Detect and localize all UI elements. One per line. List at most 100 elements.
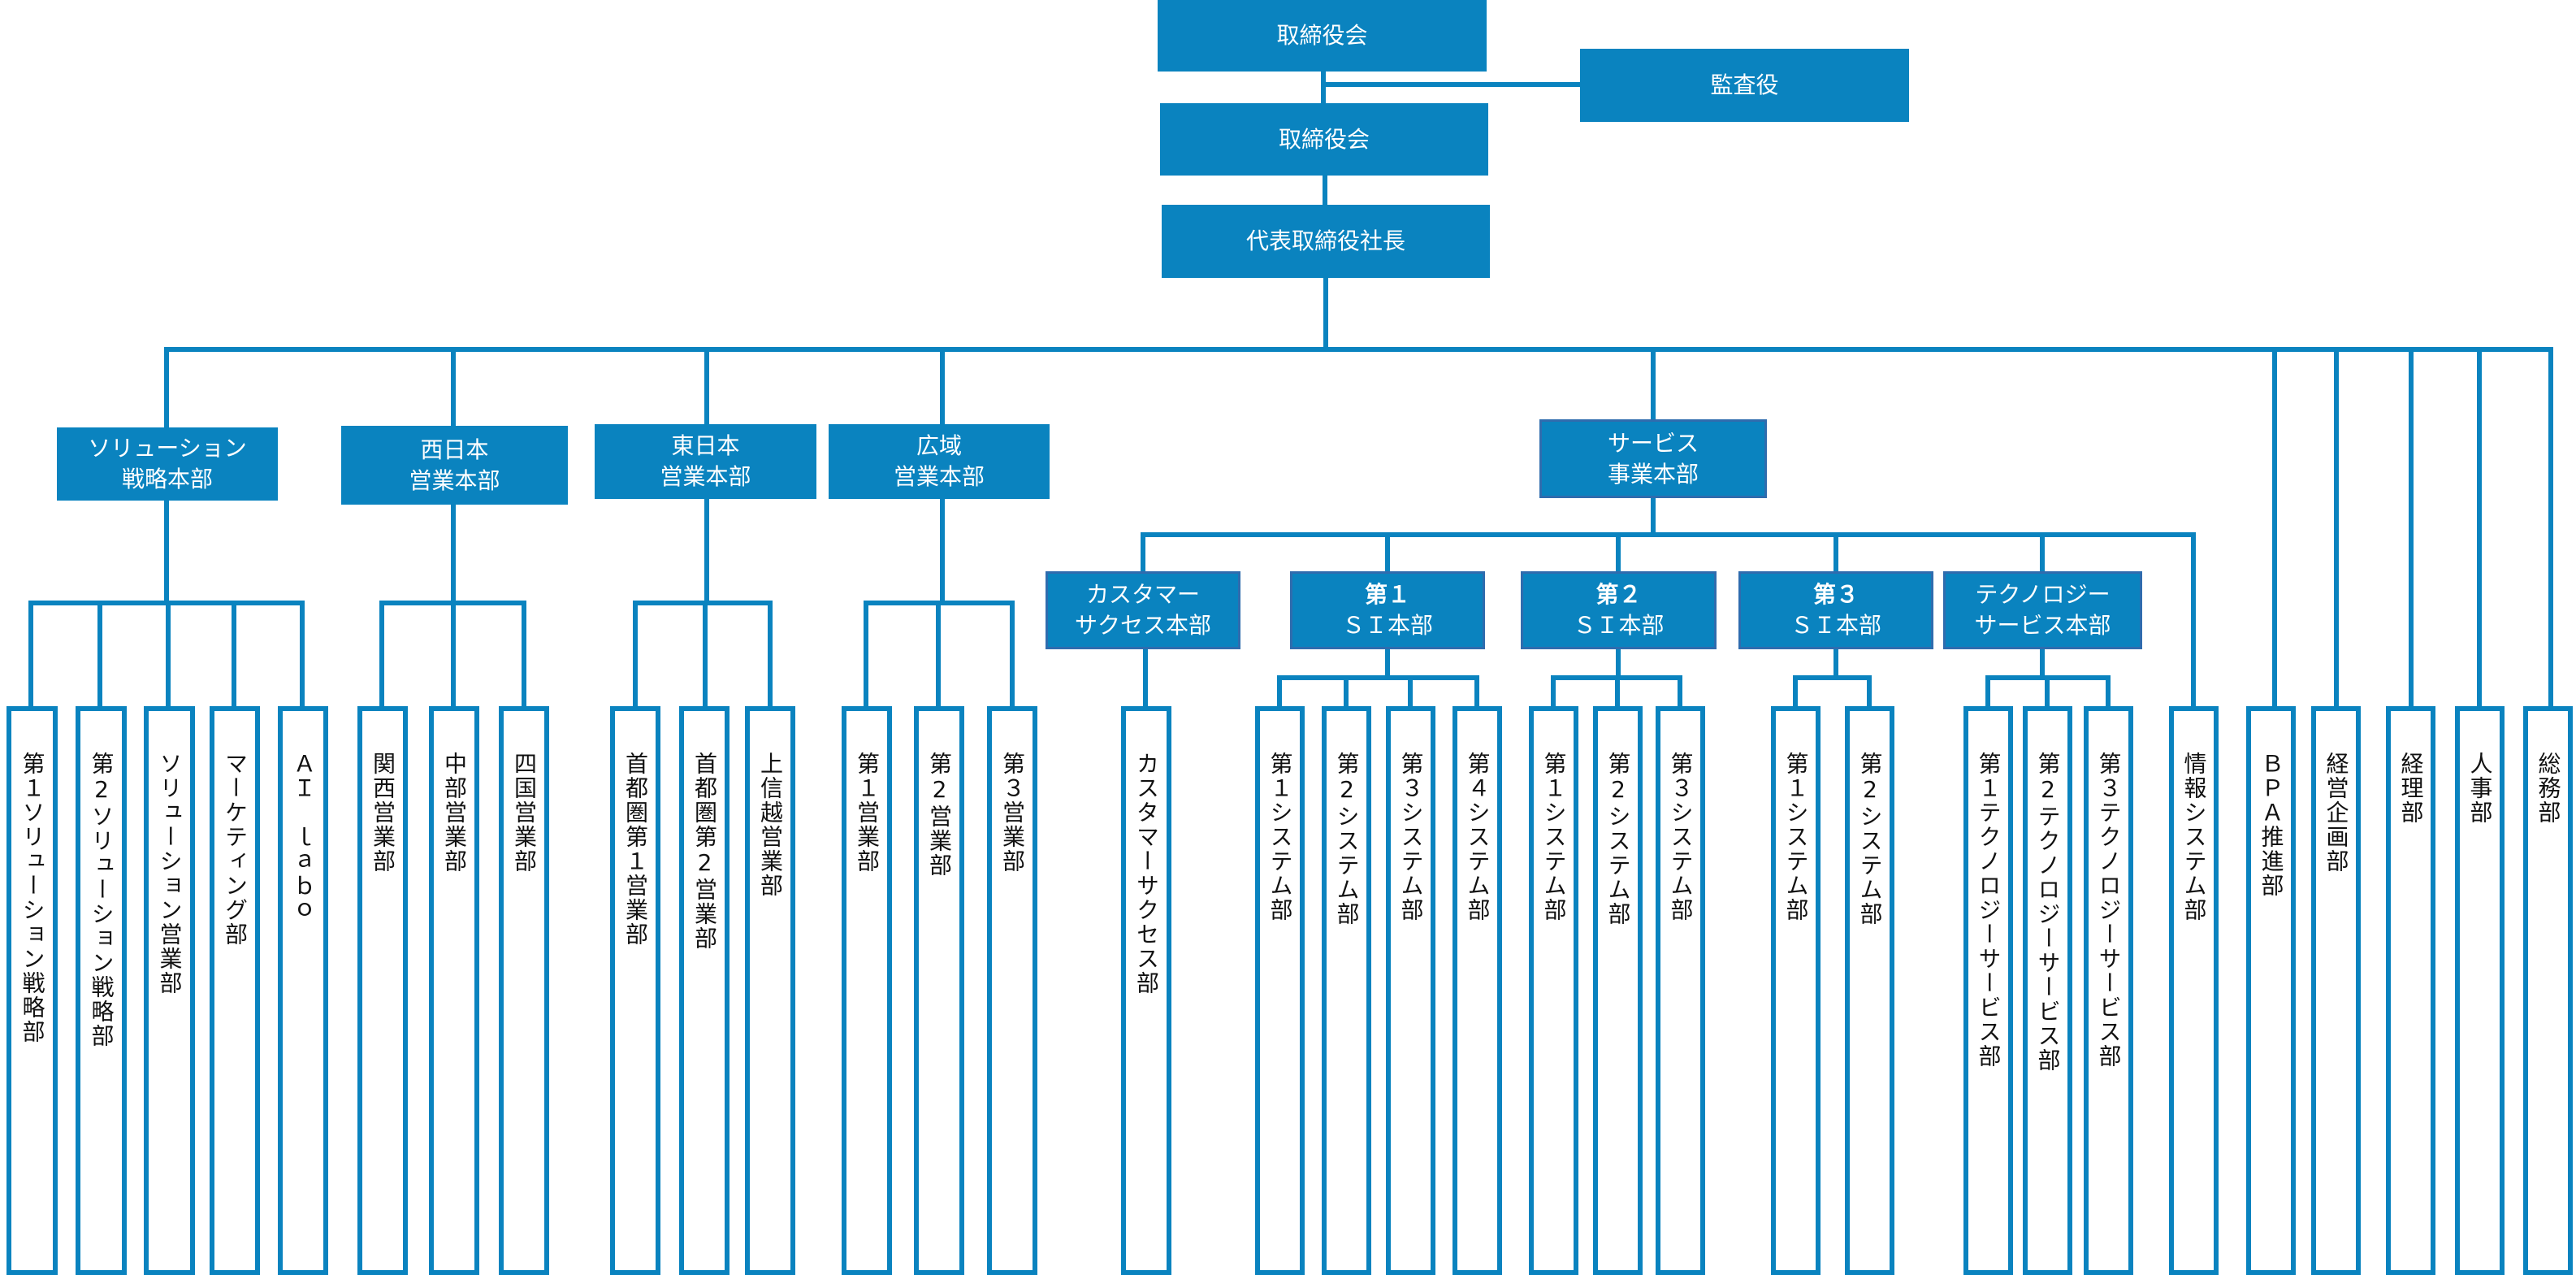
subdivision-label: サクセス本部 [1074,612,1211,639]
subdivision-label: カスタマー [1085,581,1200,608]
board-of-directors-box: 取締役会 [1158,0,1487,72]
dept-label: 首都圏第2営業部 [691,752,718,951]
dept-box: カスタマーサクセス部 [1121,706,1171,1275]
division-wide-area-sales: 広域 営業本部 [829,424,1050,499]
dept-box: 首都圏第2営業部 [679,706,730,1275]
dept-label: 第１システム部 [1540,752,1568,922]
dept-box: 第１システム部 [1255,706,1305,1275]
dept-box: 経営企画部 [2311,706,2361,1275]
dept-box: ＡＩ ｌａｂｏ [278,706,328,1275]
subdivision-label: ＳＩ本部 [1790,612,1881,639]
dept-label: 第３システム部 [1397,752,1425,922]
auditor-label: 監査役 [1710,72,1779,98]
dept-label: 第１システム部 [1266,752,1294,922]
dept-box: 経理部 [2386,706,2435,1275]
dept-box: 第2システム部 [1593,706,1643,1275]
subdivision-label: ＳＩ本部 [1341,612,1433,639]
dept-label: 経理部 [2397,752,2425,825]
dept-label: 首都圏第１営業部 [622,752,649,947]
dept-label: 第１ソリューション戦略部 [19,752,46,1044]
dept-label: 第１営業部 [854,752,881,874]
president-label: 代表取締役社長 [1245,228,1405,254]
division-label: サービス [1607,429,1699,457]
president-box: 代表取締役社長 [1162,205,1490,278]
dept-box: 第2営業部 [914,706,964,1275]
dept-box: 第３システム部 [1656,706,1705,1275]
dept-box: 中部営業部 [429,706,479,1275]
dept-box: ＢＰＡ推進部 [2246,706,2296,1275]
dept-label: カスタマーサクセス部 [1133,752,1160,995]
subdivision-label: 第３ [1812,581,1859,608]
dept-box: 第１テクノロジーサービス部 [1963,706,2013,1275]
dept-box: 第2システム部 [1322,706,1371,1275]
dept-label: ソリューション営業部 [156,752,184,995]
dept-box: ソリューション営業部 [144,706,195,1275]
subdivision-label: テクノロジー [1975,581,2111,608]
dept-box: 第３テクノロジーサービス部 [2084,706,2133,1275]
dept-label: 関西営業部 [370,752,396,874]
subdivision-technology-service: テクノロジー サービス本部 [1943,571,2142,649]
dept-label: 第３営業部 [999,752,1026,874]
division-label: 営業本部 [893,463,985,490]
dept-label: 第４システム部 [1464,752,1491,922]
dept-label: 第2ソリューション戦略部 [88,752,115,1048]
division-service-business: サービス 事業本部 [1539,419,1767,498]
dept-label: マーケティング部 [222,752,249,947]
board-label: 取締役会 [1278,125,1370,153]
division-label: 戦略本部 [121,466,213,492]
dept-label: 総務部 [2535,752,2562,825]
subdivision-si2: 第２ ＳＩ本部 [1521,571,1717,649]
dept-label: 第１システム部 [1782,752,1810,922]
dept-box: 第３システム部 [1386,706,1435,1275]
dept-label: 第2システム部 [1856,752,1884,926]
dept-box: 人事部 [2455,706,2505,1275]
dept-box: 第４システム部 [1453,706,1502,1275]
dept-label: ＢＰＡ推進部 [2258,752,2285,898]
division-east-japan-sales: 東日本 営業本部 [595,424,816,499]
dept-box: 首都圏第１営業部 [610,706,660,1275]
division-label: ソリューション [88,435,247,462]
dept-box: 関西営業部 [357,706,408,1275]
division-solution-strategy: ソリューション 戦略本部 [57,427,278,501]
dept-label: 第１テクノロジーサービス部 [1975,752,2002,1069]
dept-label: ＡＩ ｌａｂｏ [290,752,317,922]
dept-label: 第2システム部 [1604,752,1632,926]
subdivision-si1: 第１ ＳＩ本部 [1290,571,1485,649]
division-label: 東日本 [671,432,740,459]
dept-box: 第３営業部 [987,706,1037,1275]
division-label: 営業本部 [409,466,500,494]
dept-label: 第2テクノロジーサービス部 [2034,752,2062,1073]
dept-box: 第１ソリューション戦略部 [6,706,58,1275]
dept-box: 第１システム部 [1771,706,1821,1275]
dept-label: 四国営業部 [511,752,538,874]
subdivision-label: 第１ [1364,581,1410,608]
subdivision-si3: 第３ ＳＩ本部 [1738,571,1933,649]
division-label: 事業本部 [1607,460,1699,488]
subdivision-label: サービス本部 [1974,612,2111,639]
dept-box: 総務部 [2523,706,2573,1275]
division-west-japan-sales: 西日本 営業本部 [341,426,568,505]
dept-box: 第１システム部 [1529,706,1578,1275]
dept-box: 第2システム部 [1845,706,1894,1275]
division-label: 営業本部 [660,463,751,490]
dept-box: 上信越営業部 [745,706,795,1275]
dept-label: 人事部 [2466,752,2494,825]
dept-box: 情報システム部 [2169,706,2219,1275]
board-of-directors-label: 取締役会 [1276,22,1368,49]
subdivision-label: ＳＩ本部 [1573,612,1665,639]
subdivision-label: 第２ [1595,581,1642,608]
dept-box: マーケティング部 [210,706,260,1275]
dept-label: 経営企画部 [2323,752,2350,874]
dept-label: 第３テクノロジーサービス部 [2095,752,2123,1069]
division-label: 広域 [916,432,962,459]
dept-label: 第2営業部 [926,752,953,878]
subdivision-customer-success: カスタマー サクセス本部 [1046,571,1240,649]
dept-label: 情報システム部 [2180,752,2208,922]
auditor-box: 監査役 [1580,49,1909,122]
dept-box: 第2テクノロジーサービス部 [2023,706,2072,1275]
dept-label: 第2システム部 [1333,752,1361,926]
dept-box: 第2ソリューション戦略部 [76,706,127,1275]
dept-box: 第１営業部 [842,706,892,1275]
division-label: 西日本 [420,436,489,463]
